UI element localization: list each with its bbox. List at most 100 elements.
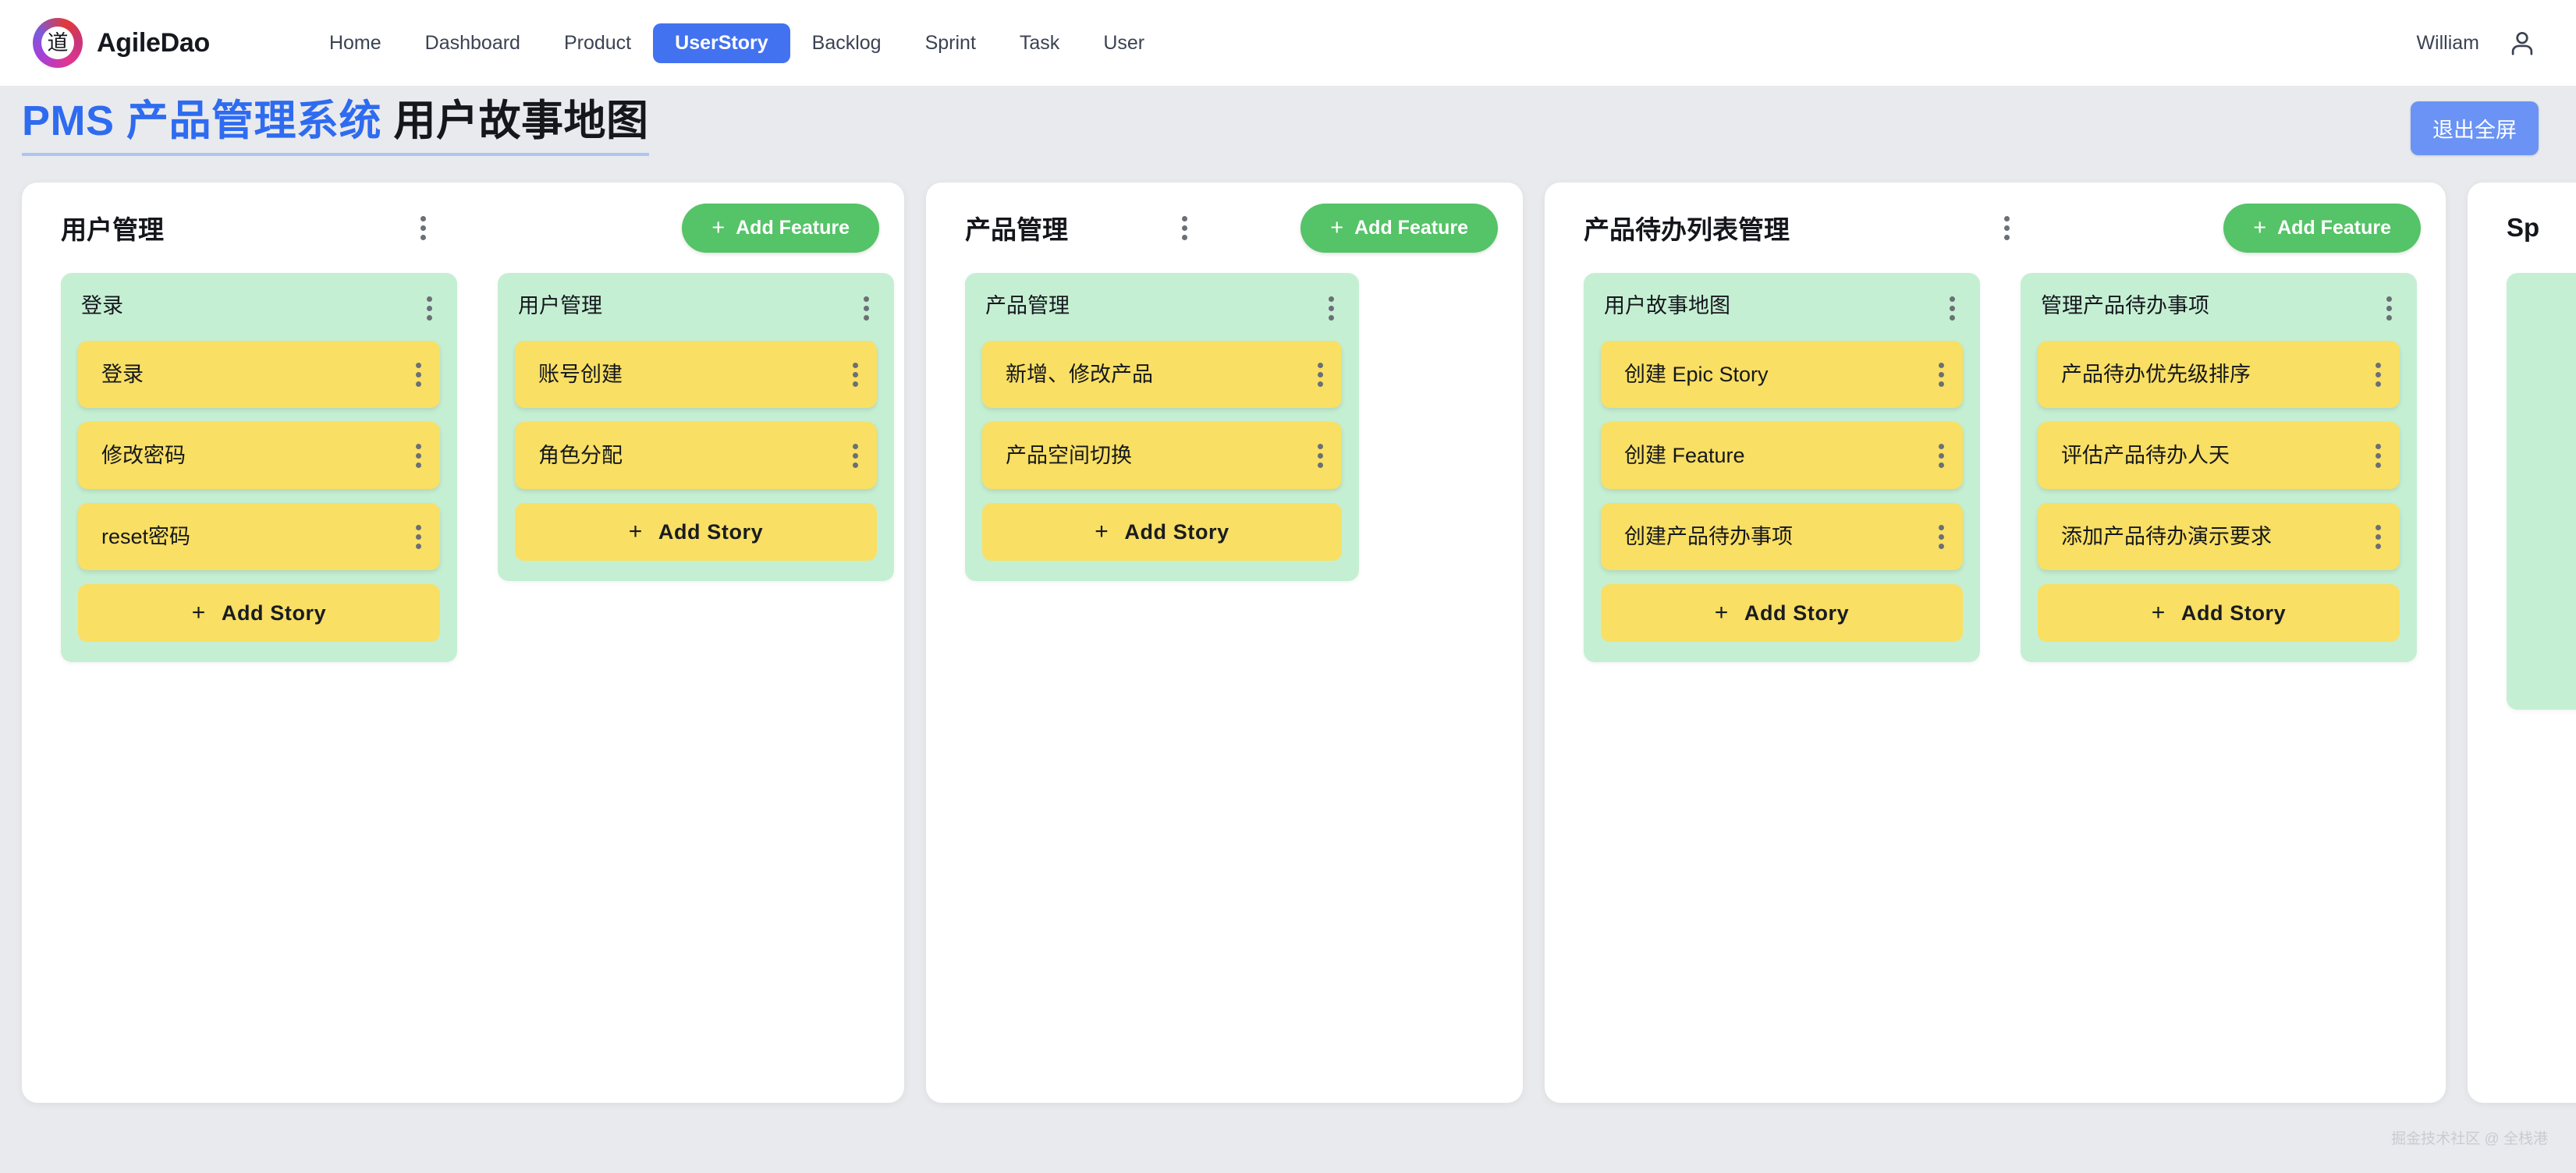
story-card[interactable]: 产品空间切换 xyxy=(982,422,1342,489)
feature-more-options-icon[interactable] xyxy=(1946,293,1958,324)
story-more-options-icon[interactable] xyxy=(2372,360,2384,390)
story-title: 修改密码 xyxy=(101,443,186,467)
page-title-secondary: 用户故事地图 xyxy=(393,97,649,144)
story-more-options-icon[interactable] xyxy=(1314,360,1326,390)
plus-icon: + xyxy=(711,214,726,240)
story-list: 创建 Epic Story 创建 Feature 创建产品待办事项 + Add … xyxy=(1601,341,1963,642)
plus-icon: + xyxy=(1330,214,1344,240)
add-feature-button[interactable]: + Add Feature xyxy=(1300,203,1498,253)
epic-header: 产品管理 + Add Feature xyxy=(946,200,1503,256)
primary-nav: Home Dashboard Product UserStory Backlog… xyxy=(307,23,1166,63)
plus-icon: + xyxy=(191,600,206,625)
feature-more-options-icon[interactable] xyxy=(1325,293,1337,324)
plus-icon: + xyxy=(2253,214,2267,240)
story-card[interactable]: 添加产品待办演示要求 xyxy=(2038,503,2400,570)
page-title: PMS 产品管理系统 用户故事地图 xyxy=(22,100,649,156)
story-card[interactable]: 产品待办优先级排序 xyxy=(2038,341,2400,408)
story-card[interactable]: 创建 Epic Story xyxy=(1601,341,1963,408)
story-card[interactable]: 修改密码 xyxy=(78,422,440,489)
nav-item-userstory[interactable]: UserStory xyxy=(653,23,790,63)
story-title: 创建 Epic Story xyxy=(1624,362,1769,386)
add-story-label: Add Story xyxy=(221,601,327,625)
nav-item-backlog[interactable]: Backlog xyxy=(811,31,882,54)
nav-item-home[interactable]: Home xyxy=(328,31,381,54)
nav-item-task[interactable]: Task xyxy=(1019,31,1060,54)
story-more-options-icon[interactable] xyxy=(1314,441,1326,471)
feature-more-options-icon[interactable] xyxy=(2383,293,2395,324)
story-card[interactable]: 登录 xyxy=(78,341,440,408)
story-title: 产品空间切换 xyxy=(1006,443,1132,467)
feature-card[interactable]: 用户管理 账号创建 角色分配 + Add Story xyxy=(498,273,894,581)
current-user-name: William xyxy=(2416,31,2479,54)
story-title: 创建产品待办事项 xyxy=(1624,524,1793,548)
exit-fullscreen-button[interactable]: 退出全屏 xyxy=(2411,101,2539,155)
feature-card[interactable]: 产品管理 新增、修改产品 产品空间切换 + Add Story xyxy=(965,273,1359,581)
feature-title: 登录 xyxy=(81,294,123,317)
story-more-options-icon[interactable] xyxy=(412,522,424,552)
story-card[interactable]: 评估产品待办人天 xyxy=(2038,422,2400,489)
add-story-button[interactable]: + Add Story xyxy=(78,584,440,642)
epic-header: Sp xyxy=(2488,200,2576,256)
story-title: 角色分配 xyxy=(538,443,623,467)
brand-logo-group[interactable]: 道 AgileDao xyxy=(33,18,210,68)
add-feature-label: Add Feature xyxy=(2277,216,2391,239)
add-feature-button[interactable]: + Add Feature xyxy=(2223,203,2421,253)
plus-icon: + xyxy=(2151,600,2166,625)
story-card[interactable]: 创建 Feature xyxy=(1601,422,1963,489)
epic-title: 产品待办列表管理 xyxy=(1584,215,1790,244)
add-story-label: Add Story xyxy=(658,519,764,544)
nav-item-product[interactable]: Product xyxy=(563,31,632,54)
story-card[interactable]: 账号创建 xyxy=(515,341,877,408)
epic-more-options-icon[interactable] xyxy=(2000,213,2013,243)
story-title: reset密码 xyxy=(101,524,191,548)
add-story-button[interactable]: + Add Story xyxy=(1601,584,1963,642)
story-title: 新增、修改产品 xyxy=(1006,362,1153,386)
add-story-button[interactable]: + Add Story xyxy=(982,503,1342,561)
features-row: 登录 登录 修改密码 reset密码 xyxy=(42,256,894,662)
feature-title: 管理产品待办事项 xyxy=(2041,294,2209,317)
add-story-label: Add Story xyxy=(1744,601,1850,625)
story-more-options-icon[interactable] xyxy=(1935,522,1947,552)
story-list: 新增、修改产品 产品空间切换 + Add Story xyxy=(982,341,1342,561)
feature-header: 用户管理 xyxy=(515,290,877,324)
feature-card[interactable] xyxy=(2507,273,2576,710)
nav-item-dashboard[interactable]: Dashboard xyxy=(424,31,520,54)
story-more-options-icon[interactable] xyxy=(849,360,861,390)
epic-column: 产品待办列表管理 + Add Feature 用户故事地图 创建 Epic St… xyxy=(1545,183,2446,1103)
feature-more-options-icon[interactable] xyxy=(423,293,435,324)
features-row: 产品管理 新增、修改产品 产品空间切换 + Add Story xyxy=(946,256,1503,581)
story-card[interactable]: 创建产品待办事项 xyxy=(1601,503,1963,570)
add-feature-label: Add Feature xyxy=(1354,216,1468,239)
story-map-board: 用户管理 + Add Feature 登录 登录 修改 xyxy=(0,170,2576,1161)
story-card[interactable]: 角色分配 xyxy=(515,422,877,489)
epic-more-options-icon[interactable] xyxy=(1178,213,1190,243)
agiledao-logo-icon: 道 xyxy=(33,18,83,68)
story-more-options-icon[interactable] xyxy=(1935,441,1947,471)
story-card[interactable]: reset密码 xyxy=(78,503,440,570)
feature-more-options-icon[interactable] xyxy=(860,293,872,324)
add-story-button[interactable]: + Add Story xyxy=(2038,584,2400,642)
story-more-options-icon[interactable] xyxy=(2372,522,2384,552)
story-more-options-icon[interactable] xyxy=(2372,441,2384,471)
features-row: 用户故事地图 创建 Epic Story 创建 Feature 创建产品待办事项 xyxy=(1565,256,2425,662)
add-feature-button[interactable]: + Add Feature xyxy=(682,203,879,253)
story-card[interactable]: 新增、修改产品 xyxy=(982,341,1342,408)
nav-item-sprint[interactable]: Sprint xyxy=(924,31,976,54)
logo-glyph-text: 道 xyxy=(47,30,69,55)
story-more-options-icon[interactable] xyxy=(849,441,861,471)
epic-title: 产品管理 xyxy=(965,215,1068,244)
story-title: 登录 xyxy=(101,362,144,386)
user-avatar-icon[interactable] xyxy=(2507,28,2537,58)
story-title: 创建 Feature xyxy=(1624,443,1745,467)
story-more-options-icon[interactable] xyxy=(412,441,424,471)
feature-card[interactable]: 管理产品待办事项 产品待办优先级排序 评估产品待办人天 添加产品待办演示要求 xyxy=(2021,273,2417,662)
epic-more-options-icon[interactable] xyxy=(417,213,429,243)
add-story-button[interactable]: + Add Story xyxy=(515,503,877,561)
feature-card[interactable]: 用户故事地图 创建 Epic Story 创建 Feature 创建产品待办事项 xyxy=(1584,273,1980,662)
feature-card[interactable]: 登录 登录 修改密码 reset密码 xyxy=(61,273,457,662)
nav-item-user[interactable]: User xyxy=(1103,31,1145,54)
story-list: 账号创建 角色分配 + Add Story xyxy=(515,341,877,561)
story-more-options-icon[interactable] xyxy=(412,360,424,390)
epic-header: 用户管理 + Add Feature xyxy=(42,200,884,256)
story-more-options-icon[interactable] xyxy=(1935,360,1947,390)
